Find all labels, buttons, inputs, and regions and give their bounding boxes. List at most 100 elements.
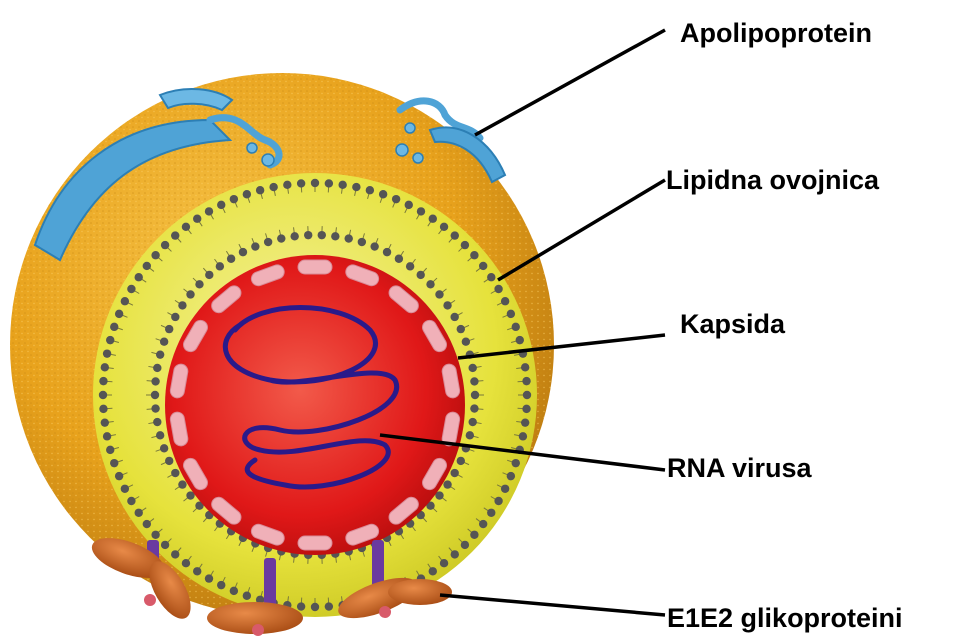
outer-lipid-head — [392, 195, 400, 203]
outer-lipid-head — [171, 231, 179, 239]
outer-lipid-head — [429, 215, 437, 223]
inner-lipid-head — [151, 404, 159, 412]
inner-lipid-head — [160, 444, 168, 452]
outer-lipid-head — [256, 186, 264, 194]
outer-lipid-head — [151, 531, 159, 539]
outer-lipid-head — [512, 459, 520, 467]
inner-lipid-head — [471, 391, 479, 399]
inner-lipid-head — [153, 418, 161, 426]
outer-lipid-head — [99, 391, 107, 399]
outer-lipid-head — [99, 405, 107, 413]
outer-lipid-head — [523, 391, 531, 399]
outer-lipid-head — [405, 201, 413, 209]
inner-lipid-head — [457, 325, 465, 333]
outer-lipid-head — [470, 251, 478, 259]
inner-lipid-head — [171, 469, 179, 477]
outer-lipid-head — [440, 559, 448, 567]
outer-lipid-head — [110, 323, 118, 331]
outer-lipid-head — [521, 363, 529, 371]
outer-lipid-head — [103, 349, 111, 357]
outer-lipid-head — [217, 201, 225, 209]
outer-lipid-head — [127, 285, 135, 293]
inner-lipid-head — [318, 231, 326, 239]
outer-lipid-head — [101, 418, 109, 426]
outer-lipid-head — [283, 181, 291, 189]
outer-lipid-head — [101, 363, 109, 371]
outer-lipid-head — [512, 323, 520, 331]
outer-lipid-head — [451, 231, 459, 239]
inner-lipid-head — [462, 337, 470, 345]
outer-lipid-head — [135, 273, 143, 281]
inner-lipid-head — [239, 248, 247, 256]
outer-lipid-head — [325, 602, 333, 610]
outer-lipid-head — [161, 541, 169, 549]
inner-lipid-head — [264, 238, 272, 246]
outer-lipid-head — [151, 251, 159, 259]
inner-lipid-head — [417, 271, 425, 279]
inner-lipid-head — [304, 231, 312, 239]
outer-lipid-head — [519, 432, 527, 440]
outer-lipid-head — [487, 273, 495, 281]
outer-lipid-head — [521, 418, 529, 426]
inner-lipid-head — [435, 290, 443, 298]
inner-lipid-head — [171, 313, 179, 321]
label-glycoproteins: E1E2 glikoproteini — [667, 603, 903, 633]
outer-lipid-head — [230, 195, 238, 203]
inner-lipid-head — [450, 313, 458, 321]
outer-lipid-head — [243, 592, 251, 600]
outer-lipid-head — [352, 183, 360, 191]
inner-lipid-head — [151, 377, 159, 385]
inner-lipid-head — [156, 431, 164, 439]
outer-lipid-head — [182, 559, 190, 567]
outer-lipid-head — [103, 432, 111, 440]
outer-lipid-head — [193, 215, 201, 223]
outer-lipid-head — [470, 531, 478, 539]
outer-lipid-head — [205, 574, 213, 582]
capsid-core — [165, 255, 465, 555]
outer-lipid-head — [115, 472, 123, 480]
outer-lipid-head — [451, 550, 459, 558]
inner-lipid-head — [370, 242, 378, 250]
outer-lipid-head — [461, 241, 469, 249]
outer-lipid-head — [297, 602, 305, 610]
outer-lipid-head — [417, 207, 425, 215]
outer-lipid-head — [143, 262, 151, 270]
inner-lipid-head — [443, 301, 451, 309]
outer-lipid-head — [297, 179, 305, 187]
inner-lipid-head — [345, 234, 353, 242]
outer-lipid-head — [379, 190, 387, 198]
outer-lipid-head — [269, 183, 277, 191]
inner-lipid-head — [156, 350, 164, 358]
outer-lipid-head — [110, 459, 118, 467]
outer-lipid-head — [193, 567, 201, 575]
outer-lipid-head — [501, 485, 509, 493]
inner-lipid-head — [178, 301, 186, 309]
label-lipid-envelope: Lipidna ovojnica — [666, 165, 880, 195]
outer-lipid-head — [171, 550, 179, 558]
outer-lipid-head — [522, 377, 530, 385]
outer-lipid-head — [429, 567, 437, 575]
inner-lipid-head — [227, 255, 235, 263]
label-rna: RNA virusa — [667, 453, 813, 483]
inner-lipid-head — [406, 262, 414, 270]
outer-lipid-head — [161, 241, 169, 249]
outer-lipid-head — [479, 520, 487, 528]
leader-glycoproteins — [440, 595, 665, 615]
outer-lipid-head — [366, 186, 374, 194]
outer-lipid-head — [487, 509, 495, 517]
outer-lipid-head — [338, 181, 346, 189]
outer-lipid-head — [217, 581, 225, 589]
outer-lipid-head — [325, 179, 333, 187]
outer-lipid-head — [230, 587, 238, 595]
inner-lipid-head — [470, 404, 478, 412]
outer-lipid-head — [494, 285, 502, 293]
inner-lipid-head — [153, 364, 161, 372]
outer-lipid-head — [507, 310, 515, 318]
outer-lipid-head — [311, 179, 319, 187]
inner-lipid-head — [160, 337, 168, 345]
outer-lipid-head — [115, 310, 123, 318]
outer-lipid-head — [143, 520, 151, 528]
inner-lipid-head — [331, 232, 339, 240]
inner-lipid-head — [358, 238, 366, 246]
outer-lipid-head — [99, 377, 107, 385]
